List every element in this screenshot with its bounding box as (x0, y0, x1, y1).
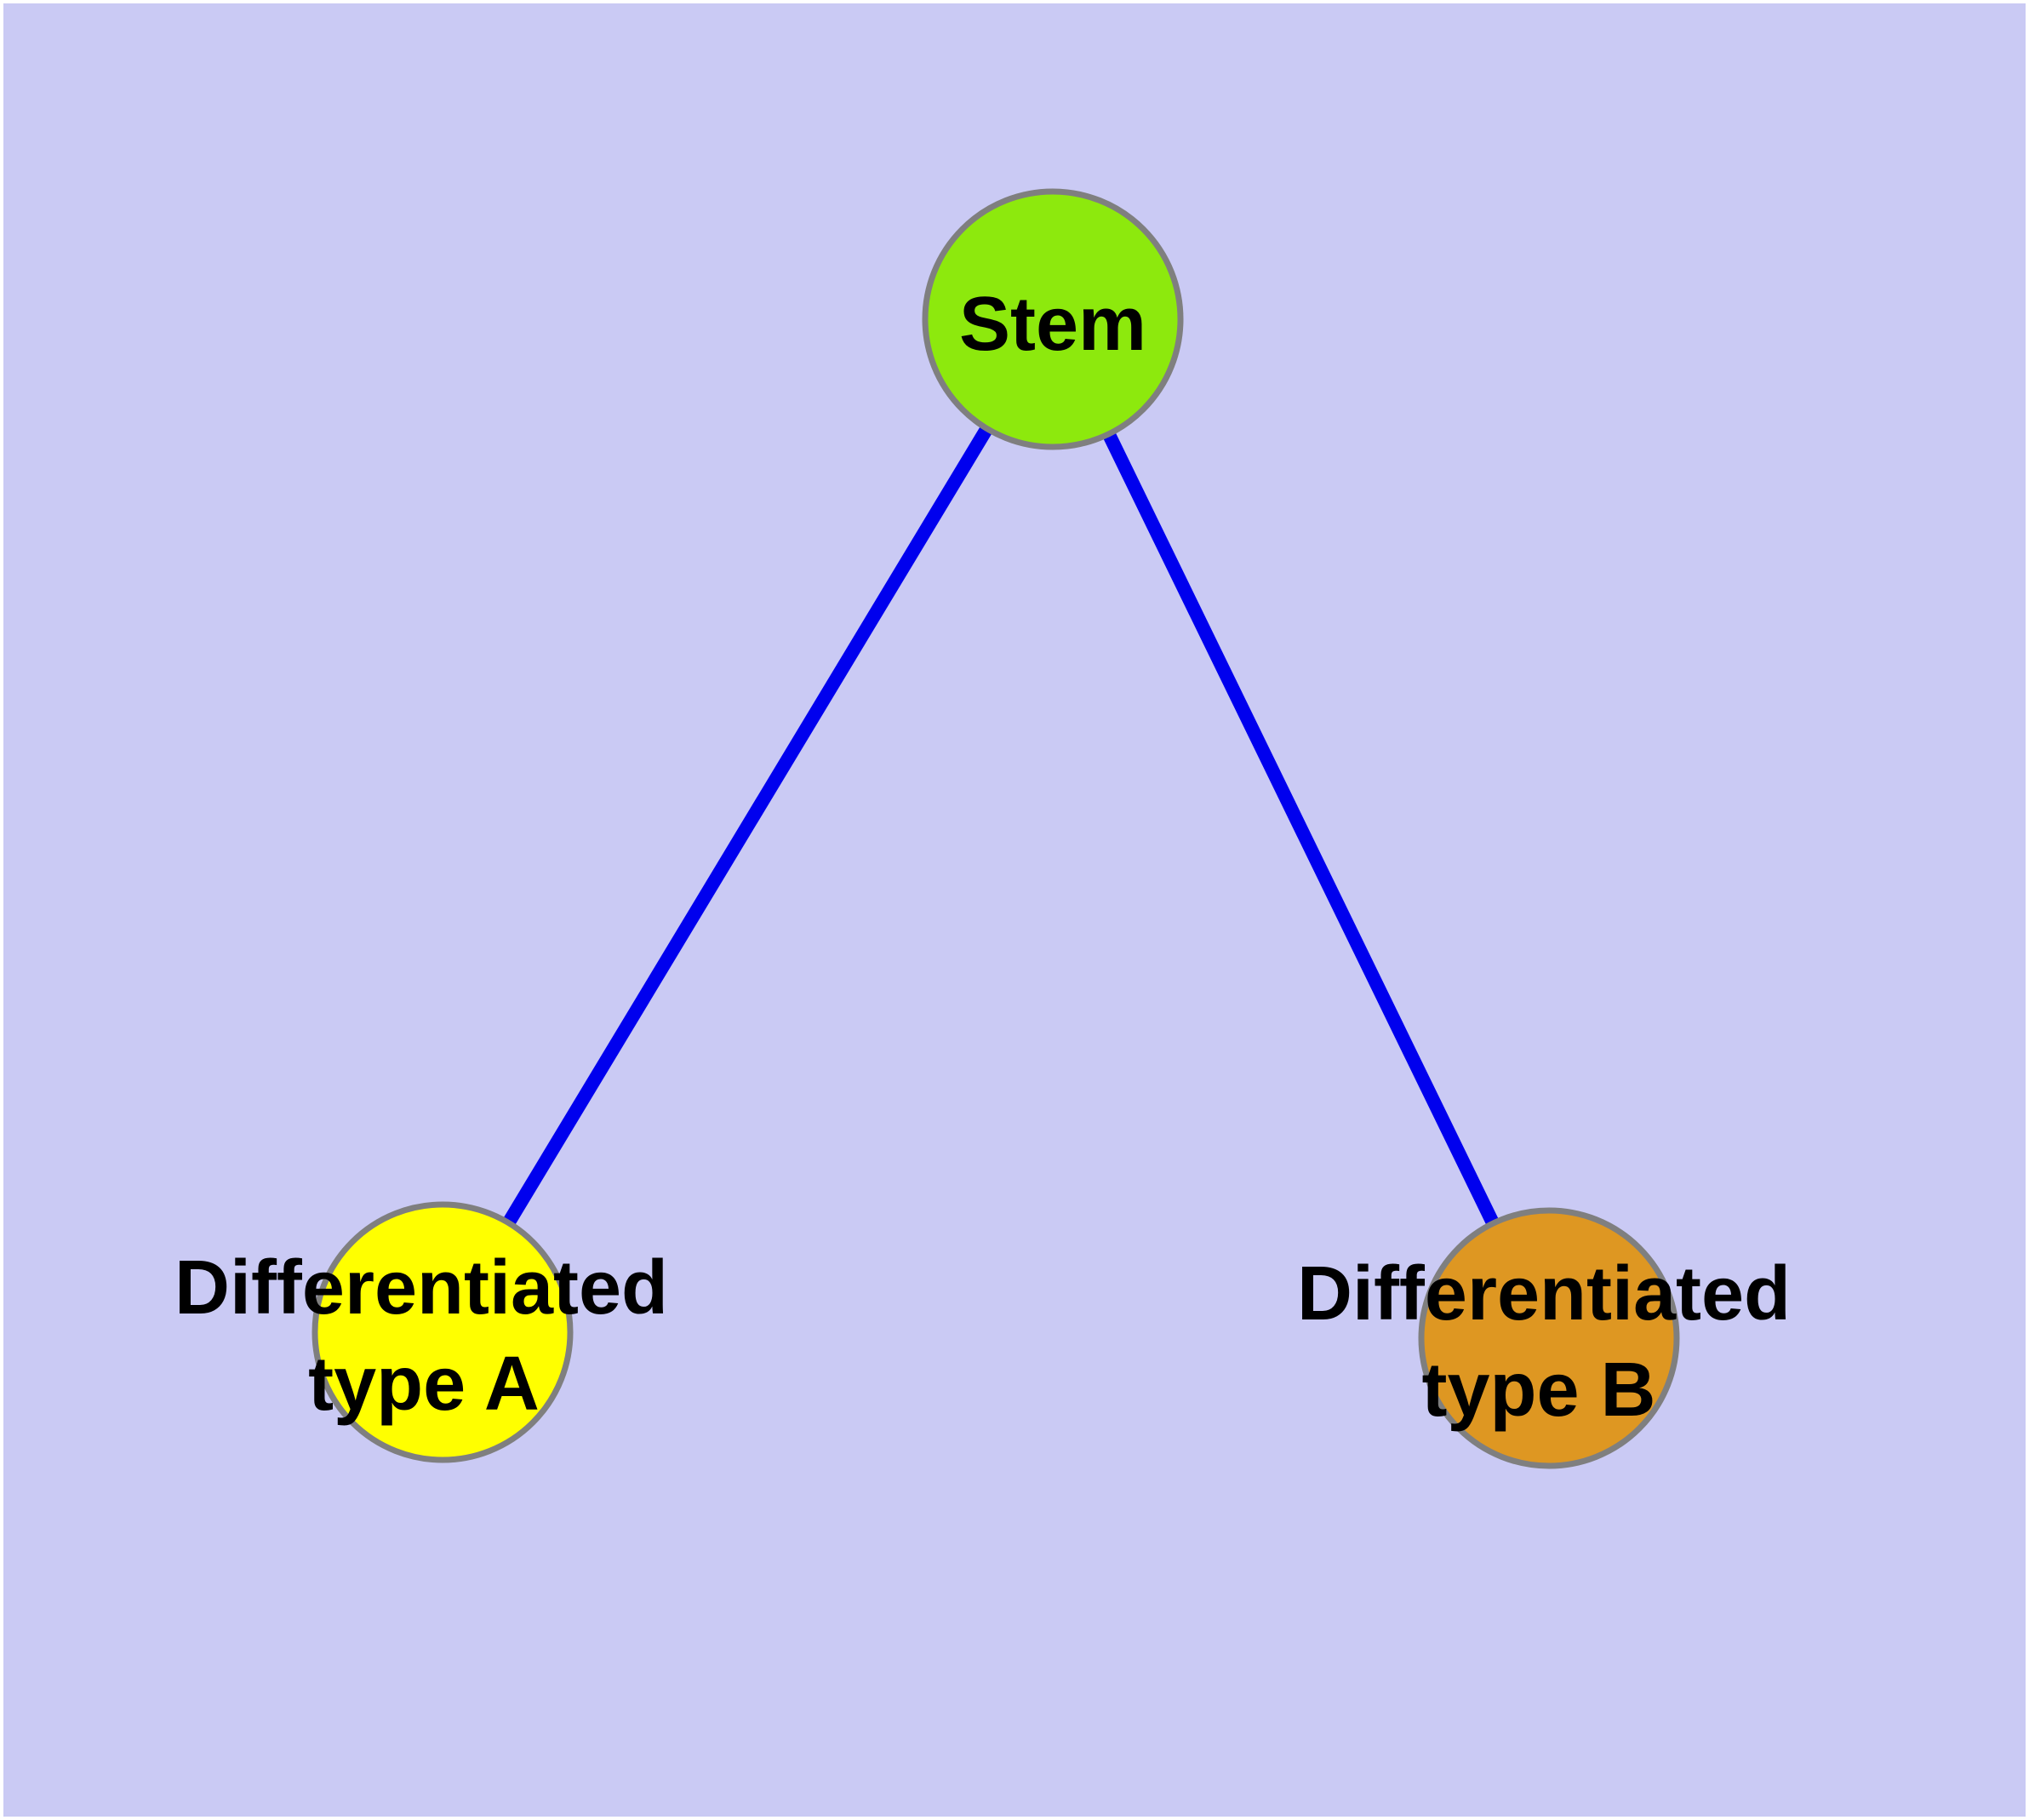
edge-stem-to-type-a (437, 315, 1059, 1336)
node-differentiated-type-a (311, 1201, 574, 1463)
node-differentiated-type-b (1418, 1207, 1680, 1469)
node-stem-label: Stem (959, 282, 1146, 367)
edge-stem-to-type-b (1046, 316, 1556, 1342)
node-stem (922, 188, 1184, 450)
node-type-b-label-line-1: Differentiated (1297, 1251, 1791, 1336)
node-type-a-label-line-1: Differentiated (174, 1245, 668, 1331)
node-type-b-label-line-2: type B (1421, 1348, 1655, 1433)
node-type-a-label-line-2: type A (308, 1342, 540, 1427)
